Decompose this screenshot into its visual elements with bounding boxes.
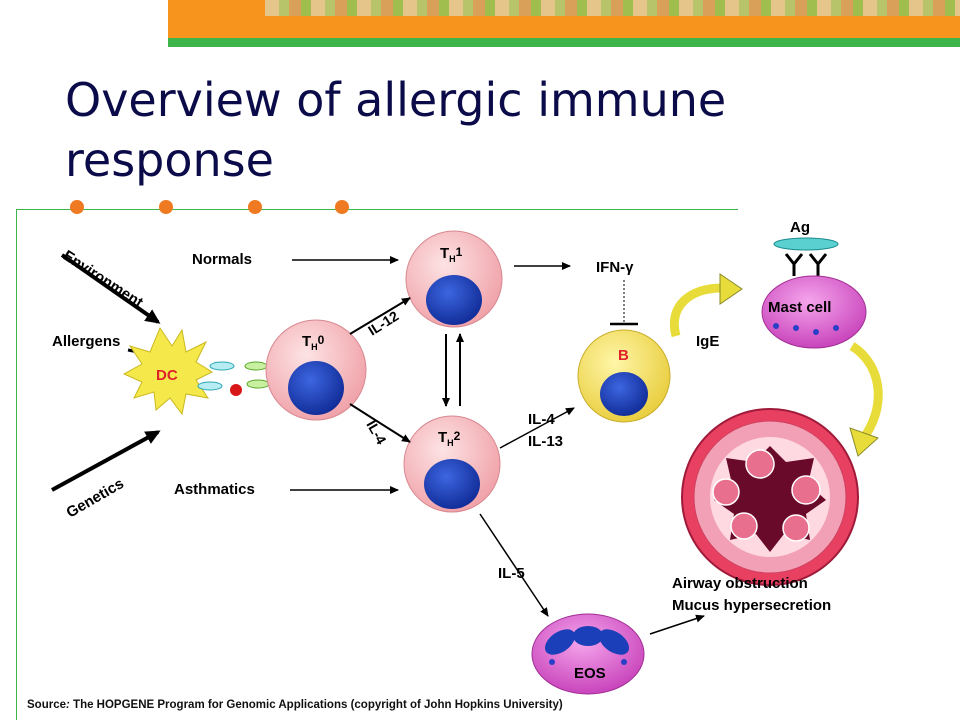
th0-label: TH0 [302,333,325,352]
b-label: B [618,347,629,364]
ige-arrowhead [719,273,743,305]
tcr-receptor [246,379,270,389]
tcr-receptor [244,361,268,371]
b-cell-nucleus [600,372,648,416]
mhc-receptor [209,361,235,371]
mucus-plug [791,475,821,505]
antigen-bridge [773,237,839,251]
source-label: Source [27,699,66,711]
th2-nucleus [424,459,480,509]
mucus-plug [712,478,740,506]
th0-nucleus [288,361,344,415]
ige-label: IgE [696,333,719,350]
airway-obstruction-label: Airway obstruction [672,575,808,592]
ige-curved-arrow [669,283,723,338]
mast-granule [813,329,819,335]
normals-label: Normals [192,251,252,268]
orange-bullet-dot [70,200,84,214]
eos-granule [621,659,627,665]
th1-nucleus [426,275,482,325]
mast-granule [833,325,839,331]
orange-bullet-dot [159,200,173,214]
eos-to-outcome-arrow [649,614,705,635]
mast-to-airway-arrow [849,342,883,443]
frame-top-rule [16,209,738,210]
genetics-label: Genetics [64,475,127,521]
ifn-label: IFN-γ [596,259,634,276]
il13-label: IL-13 [528,433,563,450]
il12-label: IL-12 [365,308,401,339]
eos-nucleus-lobe [573,626,603,646]
mast-cell [761,275,867,349]
mast-granule [773,323,779,329]
ige-receptors [784,253,828,276]
mast-to-airway-arrowhead [849,427,879,457]
genetics-arrow [51,430,161,492]
mucus-plug [745,449,775,479]
orange-bullet-dot [335,200,349,214]
orange-bullet-dot [248,200,262,214]
mucus-plug [782,514,810,542]
mast-cell-label: Mast cell [768,299,831,316]
source-text: The HOPGENE Program for Genomic Applicat… [69,699,563,711]
th0-to-th2-arrow [349,403,411,443]
top-green-bar [168,38,960,47]
mast-granule [793,325,799,331]
source-citation: Source: The HOPGENE Program for Genomic … [27,699,563,711]
mucus-plug [730,512,758,540]
antigen-peptide [230,384,242,396]
il4-label: IL-4 [528,411,555,428]
th2-to-eos-arrow [479,513,549,617]
environment-arrow [60,253,161,324]
source-colon: : [66,699,70,711]
dendritic-cell [122,326,214,416]
allergens-label: Allergens [52,333,120,350]
th0-to-th1-arrow [349,297,411,335]
environment-label: Environment [60,247,146,311]
slide-title: Overview of allergic immune response [65,73,727,187]
eos-label: EOS [574,665,606,682]
eos-nucleus-lobe [598,629,630,655]
th2-to-b-arrow [499,407,575,449]
mucus-hypersecretion-label: Mucus hypersecretion [672,597,831,614]
th1-label: TH1 [440,245,463,264]
eos-granule [549,659,555,665]
il5-label: IL-5 [498,565,525,582]
decorative-header-image [265,0,960,16]
eos-nucleus-lobe [544,629,576,655]
il4-th0-label: IL-4 [363,418,389,448]
th2-label: TH2 [438,429,461,448]
asthmatics-label: Asthmatics [174,481,255,498]
ag-label: Ag [790,219,810,236]
dc-label: DC [156,367,178,384]
frame-left-rule [16,209,17,720]
mhc-receptor [197,381,223,391]
